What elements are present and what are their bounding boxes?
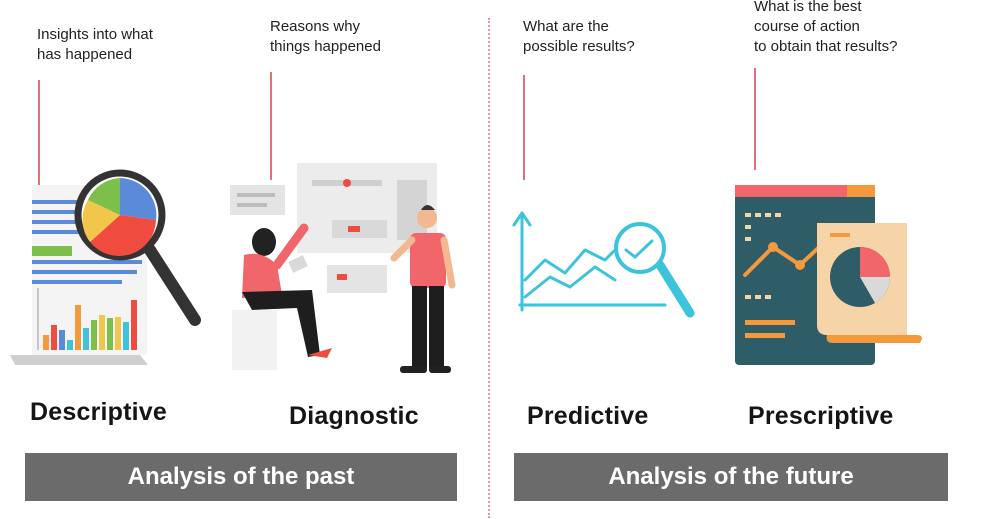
prescriptive-connector-line	[754, 68, 756, 170]
descriptive-label: Descriptive	[30, 398, 167, 426]
diagnostic-connector-line	[270, 72, 272, 180]
past-future-divider	[488, 18, 490, 518]
descriptive-connector-line	[38, 80, 40, 185]
analysis-of-future-bar: Analysis of the future	[514, 453, 948, 501]
people-analyzing-dashboard-icon	[230, 163, 456, 373]
predictive-label: Predictive	[527, 402, 649, 430]
predictive-question: What are the possible results?	[523, 18, 635, 55]
diagnostic-question: Reasons why things happened	[270, 18, 381, 55]
tablet-pie-chart-icon	[735, 185, 922, 365]
analysis-of-past-bar: Analysis of the past	[25, 453, 457, 501]
prescriptive-question: What is the best course of action to obt…	[754, 0, 898, 55]
predictive-connector-line	[523, 75, 525, 180]
prescriptive-label: Prescriptive	[748, 402, 894, 430]
line-chart-magnifier-icon	[512, 211, 695, 318]
magnifier-over-report-icon	[10, 169, 201, 365]
diagnostic-label: Diagnostic	[289, 402, 419, 430]
descriptive-question: Insights into what has happened	[37, 26, 153, 63]
